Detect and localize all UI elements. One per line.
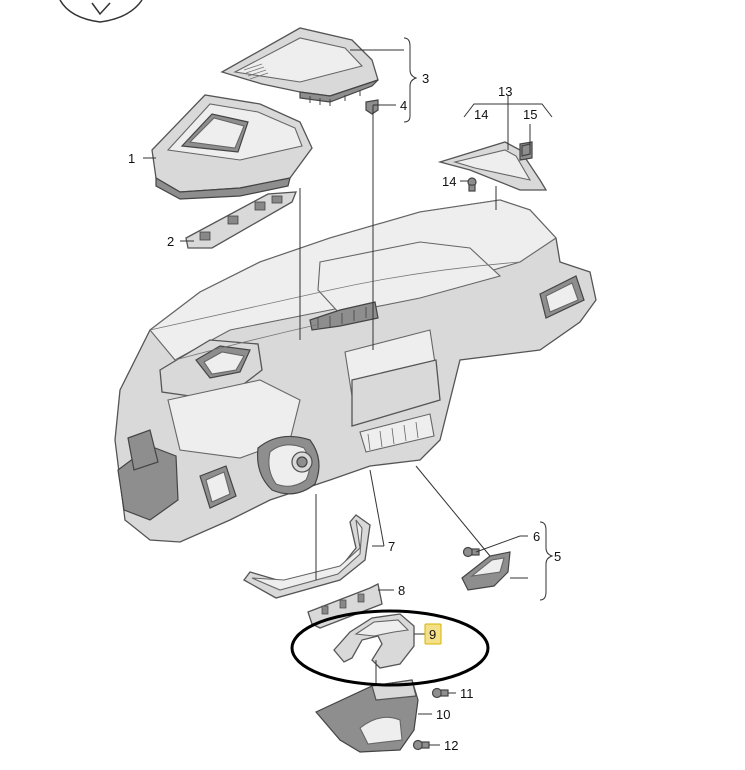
callout-11: 11 <box>460 686 474 701</box>
callout-13: 13 <box>498 84 512 99</box>
callout-15: 15 <box>523 107 537 122</box>
part-11-screw <box>431 687 449 699</box>
highlight-ellipse <box>290 609 490 687</box>
callout-7: 7 <box>388 539 395 554</box>
callout-10: 10 <box>436 707 450 722</box>
part-8-bracket <box>307 583 383 629</box>
part-14-screw <box>467 177 477 192</box>
logo-icon <box>59 0 143 23</box>
part-15-clip <box>521 143 531 157</box>
label-9-highlight <box>424 623 442 645</box>
callout-8: 8 <box>398 583 405 598</box>
callout-12: 12 <box>444 738 458 753</box>
part-9-column-cover <box>333 613 415 669</box>
leader-lines <box>143 37 554 746</box>
dashboard-main <box>114 199 597 543</box>
part-1-cluster-hood <box>151 94 313 200</box>
part-4-clip <box>365 99 379 115</box>
part-10-lower-cover <box>315 679 419 753</box>
part-12-screw <box>412 739 430 751</box>
callout-5: 5 <box>554 549 561 564</box>
callout-1: 1 <box>128 151 135 166</box>
callout-6: 6 <box>533 529 540 544</box>
callout-9: 9 <box>429 627 436 642</box>
part-5-side-cover <box>461 551 511 591</box>
part-3-upper-cover <box>220 27 379 106</box>
part-6-screw <box>462 546 480 558</box>
part-7-trim-strip <box>243 514 371 599</box>
callout-14-upper: 14 <box>474 107 488 122</box>
callout-14-lower: 14 <box>442 174 456 189</box>
callout-3: 3 <box>422 71 429 86</box>
callout-2: 2 <box>167 234 174 249</box>
part-2-bracket <box>185 191 297 249</box>
callout-4: 4 <box>400 98 407 113</box>
